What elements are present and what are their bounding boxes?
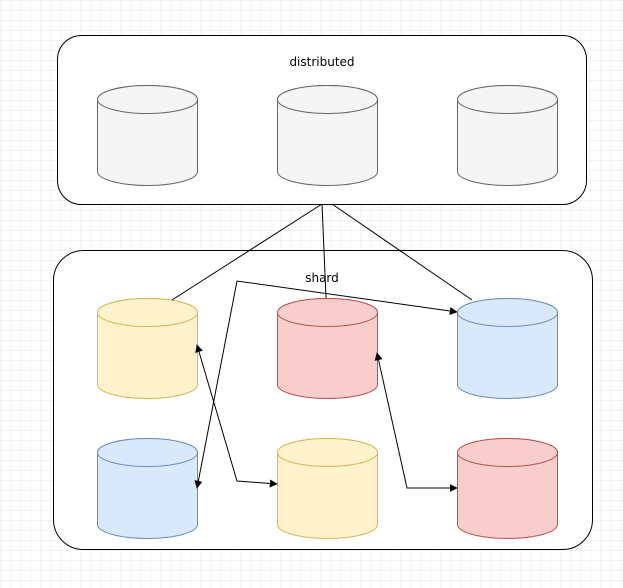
shard-db-red-top-cylinder[interactable] [277,298,378,399]
distributed-db-2-cylinder[interactable] [277,85,378,186]
shard-db-yellow-top-cylinder[interactable] [97,298,198,399]
distributed-db-3-cylinder[interactable] [457,85,558,186]
shard-db-yellow-bottom-cylinder[interactable] [277,438,378,539]
shard-db-red-bottom-cylinder[interactable] [457,438,558,539]
distributed-to-blue-top-connector[interactable] [331,203,473,301]
distributed-label: distributed [289,55,354,69]
shard-db-blue-bottom-cylinder[interactable] [97,438,198,539]
connector-layer [171,203,473,492]
red-top-to-red-bottom-connector[interactable] [374,352,458,492]
yellow-top-to-yellow-bottom-connector[interactable] [195,344,278,488]
database-layer [97,85,558,539]
shard-db-blue-top-cylinder[interactable] [457,298,558,399]
distributed-to-yellow-top-connector[interactable] [171,203,323,301]
distributed-to-red-top-connector[interactable] [321,203,327,299]
shard-label: shard [305,271,339,285]
distributed-db-1-cylinder[interactable] [97,85,198,186]
